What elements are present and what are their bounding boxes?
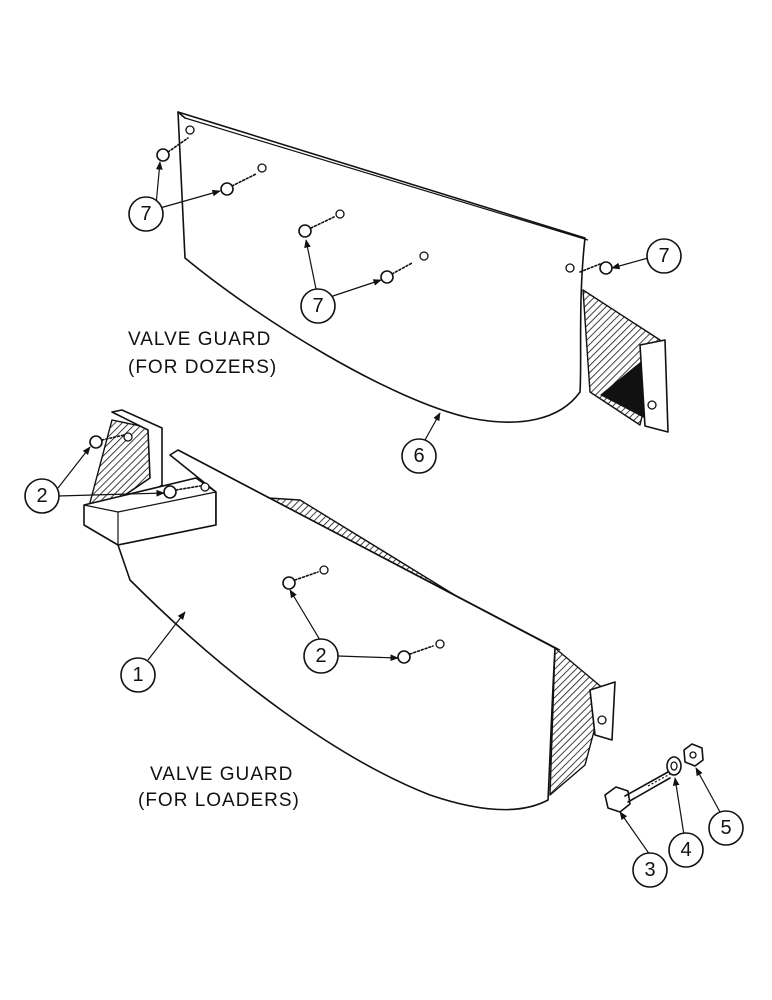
loader-valve-guard — [83, 409, 616, 811]
loader-guard-title: VALVE GUARD — [150, 764, 293, 785]
callout-6: 6 — [401, 438, 437, 474]
dozer-hole — [335, 209, 345, 219]
washer-4 — [666, 756, 682, 776]
dozer-tab-hole — [647, 400, 657, 410]
loader-tab-hole — [597, 715, 607, 725]
dozer-valve-guard — [156, 111, 669, 433]
screw-7 — [298, 216, 335, 238]
svg-text:1: 1 — [132, 664, 143, 686]
dozer-guard-subtitle: (FOR DOZERS) — [128, 357, 277, 378]
svg-text:5: 5 — [720, 817, 731, 839]
dozer-hole — [257, 163, 267, 173]
dozer-guard-title: VALVE GUARD — [128, 329, 271, 350]
callout-2: 2 — [24, 478, 60, 514]
loader-hole — [200, 482, 210, 492]
callout-2: 2 — [303, 638, 339, 674]
nut-5 — [683, 743, 704, 767]
screw-2 — [397, 645, 434, 664]
callout-7: 7 — [646, 238, 682, 274]
dozer-guard-front-plate — [177, 111, 586, 423]
screw-2 — [89, 434, 125, 449]
dozer-guard-end-tab — [639, 339, 669, 433]
loader-guard-front-plate — [117, 449, 556, 811]
loader-guard-subtitle: (FOR LOADERS) — [138, 790, 300, 811]
svg-text:7: 7 — [140, 203, 151, 225]
loader-guard-right-flange — [549, 647, 606, 796]
callout-4: 4 — [668, 832, 704, 868]
svg-text:2: 2 — [315, 645, 326, 667]
loader-hole — [435, 639, 445, 649]
callout-3: 3 — [632, 852, 668, 888]
screw-7 — [220, 173, 257, 196]
bolt-3 — [604, 771, 671, 813]
svg-text:7: 7 — [312, 295, 323, 317]
screw-7 — [380, 262, 413, 284]
svg-text:7: 7 — [658, 245, 669, 267]
callout-5: 5 — [708, 810, 744, 846]
svg-text:2: 2 — [36, 485, 47, 507]
loader-hole — [319, 565, 329, 575]
screw-7 — [156, 137, 189, 162]
dozer-hole — [565, 263, 575, 273]
callout-1: 1 — [120, 657, 156, 693]
callout-7: 7 — [128, 196, 164, 232]
screw-2 — [282, 571, 319, 590]
dozer-hole — [419, 251, 429, 261]
screw-7 — [579, 261, 613, 275]
svg-text:4: 4 — [680, 839, 691, 861]
loader-guard-end-tab — [589, 681, 616, 741]
svg-text:3: 3 — [644, 859, 655, 881]
svg-text:6: 6 — [413, 445, 424, 467]
dozer-hole — [185, 125, 195, 135]
callout-7: 7 — [300, 288, 336, 324]
loader-hole — [123, 432, 133, 442]
